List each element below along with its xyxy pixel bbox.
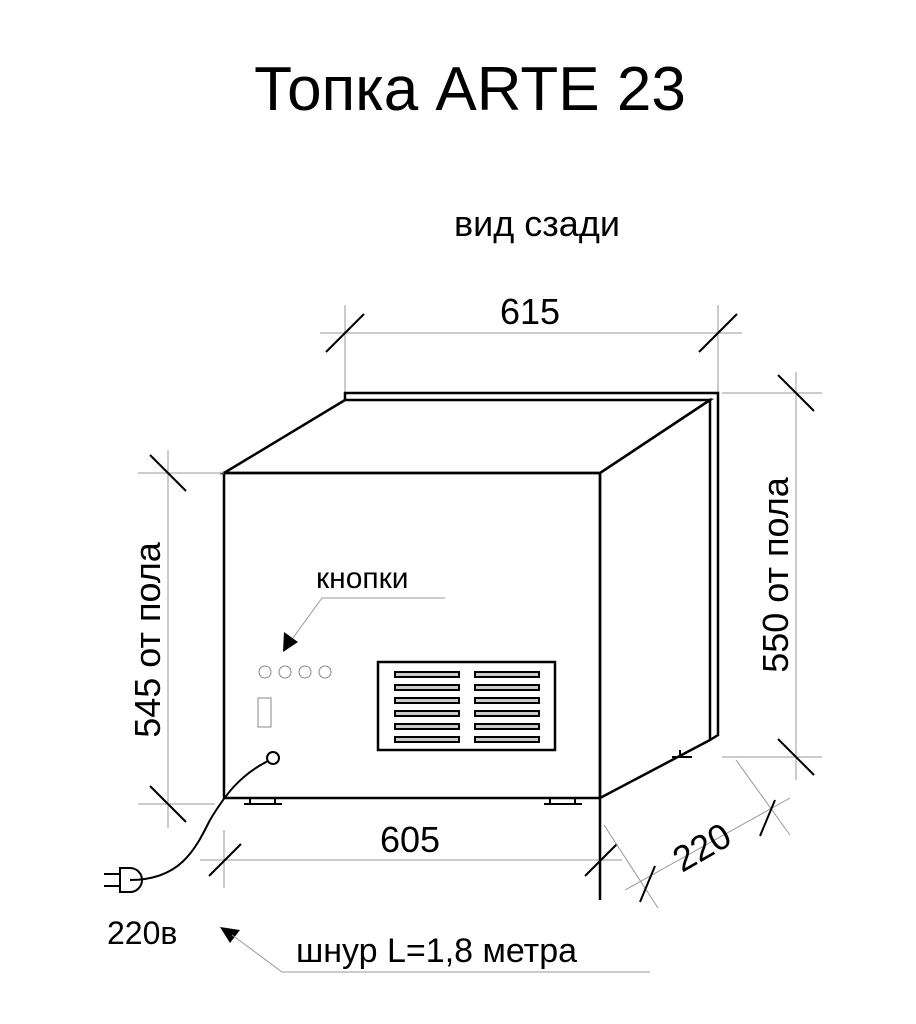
- vent-slat: [394, 684, 460, 691]
- svg-text:545 от пола: 545 от пола: [127, 541, 168, 738]
- svg-text:605: 605: [380, 819, 440, 860]
- cord-socket: [266, 751, 280, 765]
- power-switch: [257, 697, 272, 728]
- title: Топка ARTE 23: [254, 55, 686, 124]
- vent-slat: [474, 684, 540, 691]
- buttons-callout: кнопки: [283, 562, 445, 652]
- fireplace-body: [219, 391, 720, 805]
- svg-text:615: 615: [500, 291, 560, 332]
- view-label: вид сзади: [454, 203, 620, 244]
- dimension-545: 545 от пола: [127, 450, 224, 828]
- dimension-550: 550 от пола: [722, 372, 822, 780]
- vent-slat: [394, 671, 460, 678]
- buttons: [258, 665, 332, 679]
- vent-grille: [376, 660, 557, 752]
- dimension-605: 605: [200, 798, 622, 900]
- svg-text:220: 220: [665, 814, 738, 880]
- vent-slat: [474, 736, 540, 743]
- vent-slat: [394, 697, 460, 704]
- vent-slat: [474, 710, 540, 717]
- cord-callout: шнур L=1,8 метра: [220, 927, 650, 973]
- voltage-label: 220в: [107, 915, 177, 951]
- power-cord: [104, 760, 269, 893]
- feet: [244, 750, 692, 805]
- vent-slat: [474, 671, 540, 678]
- svg-text:550 от пола: 550 от пола: [755, 476, 796, 673]
- svg-text:кнопки: кнопки: [316, 562, 409, 595]
- vent-slat: [394, 710, 460, 717]
- vent-slat: [394, 723, 460, 730]
- vent-slat: [394, 736, 460, 743]
- dimension-615: 615: [320, 291, 742, 393]
- svg-text:шнур L=1,8 метра: шнур L=1,8 метра: [296, 932, 577, 970]
- vent-slat: [474, 723, 540, 730]
- vent-slat: [474, 697, 540, 704]
